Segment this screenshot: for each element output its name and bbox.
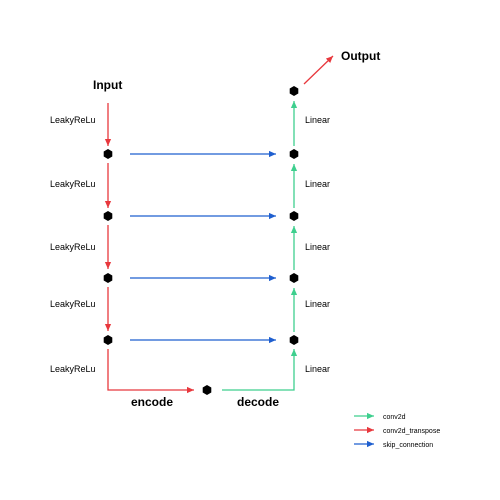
encoder-node-3 xyxy=(103,273,113,283)
legend-label-skip-connection: skip_connection xyxy=(383,442,433,449)
bottleneck-node xyxy=(202,385,212,395)
decoder-activation-label: Linear xyxy=(305,115,330,125)
legend: conv2d conv2d_transpose skip_connection xyxy=(354,412,440,449)
decoder-activation-label: Linear xyxy=(305,364,330,374)
decoder-node-4 xyxy=(289,335,299,345)
encoder-activation-label: LeakyReLu xyxy=(50,179,96,189)
legend-label-conv2d: conv2d xyxy=(383,414,406,421)
encoder-activation-label: LeakyReLu xyxy=(50,242,96,252)
encoder-node-2 xyxy=(103,211,113,221)
encoder-activation-label: LeakyReLu xyxy=(50,299,96,309)
decoder-activation-label: Linear xyxy=(305,179,330,189)
legend-label-conv2d-transpose: conv2d_transpose xyxy=(383,428,440,435)
output-node xyxy=(289,86,299,96)
encoder-activation-label: LeakyReLu xyxy=(50,364,96,374)
encoder-activation-label: LeakyReLu xyxy=(50,115,96,125)
encode-label: encode xyxy=(131,395,173,409)
decode-label: decode xyxy=(237,395,279,409)
encoder-node-1 xyxy=(103,149,113,159)
input-label: Input xyxy=(93,78,122,92)
decoder-activation-label: Linear xyxy=(305,299,330,309)
decoder-node-1 xyxy=(289,149,299,159)
decoder-node-3 xyxy=(289,273,299,283)
encoder-node-4 xyxy=(103,335,113,345)
output-arrow xyxy=(303,55,334,85)
decoder-node-2 xyxy=(289,211,299,221)
output-label: Output xyxy=(341,49,380,63)
decoder-arrow-bottleneck xyxy=(222,349,298,391)
decoder-activation-label: Linear xyxy=(305,242,330,252)
encoder-arrow-bottleneck xyxy=(107,349,194,394)
